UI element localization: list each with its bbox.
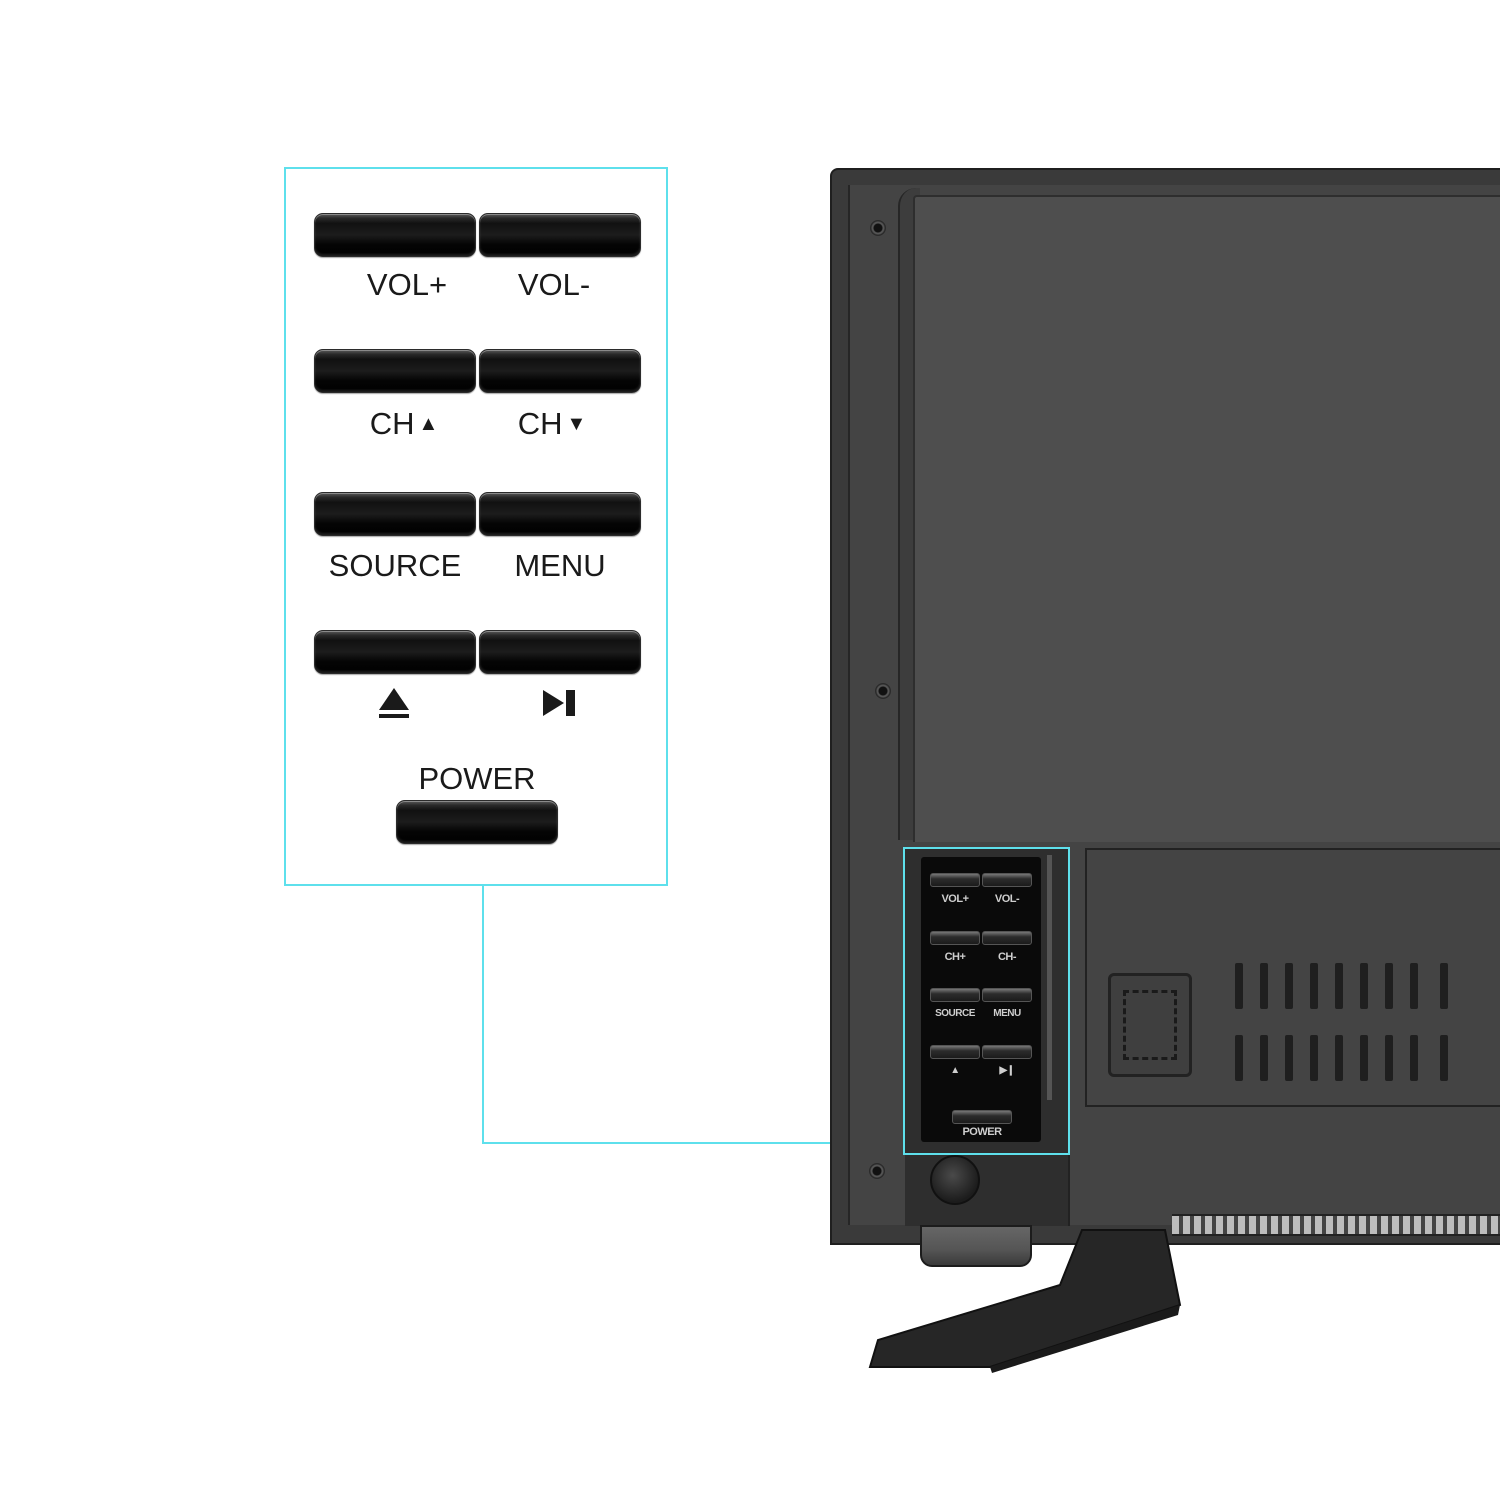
tv-control-highlight-box: [903, 847, 1070, 1155]
tv-power-label: POWER: [962, 1126, 1002, 1138]
joystick-knob[interactable]: [930, 1155, 980, 1205]
tv-ch-up-label: CH+: [944, 951, 966, 963]
tv-source-button[interactable]: [930, 988, 980, 1002]
tv-ch-up-button[interactable]: [930, 931, 980, 945]
vent-slot: [1440, 963, 1448, 1009]
vent-slot: [1285, 1035, 1293, 1081]
channel-up-button[interactable]: [314, 349, 476, 393]
vent-slot: [1260, 963, 1268, 1009]
vent-slot: [1235, 963, 1243, 1009]
tv-ch-down-button[interactable]: [982, 931, 1032, 945]
vent-slot: [1385, 963, 1393, 1009]
vent-slot: [1335, 963, 1343, 1009]
tv-vol-up-label: VOL+: [941, 893, 969, 905]
vent-slot: [1410, 1035, 1418, 1081]
vent-slot: [1260, 1035, 1268, 1081]
tv-menu-button[interactable]: [982, 988, 1032, 1002]
screw-icon: [870, 220, 886, 236]
play-pause-icon: [543, 690, 575, 716]
vent-slot: [1440, 1035, 1448, 1081]
menu-label: MENU: [514, 548, 606, 583]
tv-vol-up-button[interactable]: [930, 873, 980, 887]
connector-line-horizontal: [482, 1142, 905, 1144]
screw-icon: [869, 1163, 885, 1179]
tv-stand: [868, 1229, 1182, 1373]
vent-slot: [1360, 963, 1368, 1009]
vent-slot: [1235, 1035, 1243, 1081]
vent-slot: [1310, 963, 1318, 1009]
tv-ch-down-label: CH-: [997, 951, 1017, 963]
tv-back-cover: [913, 195, 1500, 842]
vent-slot: [1410, 963, 1418, 1009]
bottom-vent-rail: [1172, 1214, 1500, 1236]
vent-slot: [1360, 1035, 1368, 1081]
vent-slot: [1385, 1035, 1393, 1081]
tv-eject-button[interactable]: [930, 1045, 980, 1059]
menu-button[interactable]: [479, 492, 641, 536]
vent-slot: [1310, 1035, 1318, 1081]
channel-down-label: CH▼: [479, 407, 625, 441]
channel-up-text: CH: [369, 406, 415, 441]
port-outline: [1123, 990, 1177, 1060]
triangle-up-icon: ▲: [418, 413, 439, 435]
tv-menu-label: MENU: [993, 1008, 1021, 1019]
eject-icon: [379, 688, 409, 718]
play-pause-button[interactable]: [479, 630, 641, 674]
tv-power-button[interactable]: [952, 1110, 1012, 1124]
vol-up-button[interactable]: [314, 213, 476, 257]
vol-down-label: VOL-: [517, 267, 591, 302]
tv-vol-down-label: VOL-: [994, 893, 1020, 905]
tv-play-pause-icon: ▶❙: [999, 1065, 1015, 1076]
stand-mount-block: [920, 1225, 1032, 1267]
vol-up-label: VOL+: [366, 267, 448, 302]
screw-icon: [875, 683, 891, 699]
tv-play-pause-button[interactable]: [982, 1045, 1032, 1059]
vent-slot: [1335, 1035, 1343, 1081]
eject-button[interactable]: [314, 630, 476, 674]
tv-eject-icon: ▲: [950, 1065, 960, 1076]
control-strip-highlight: [1047, 855, 1052, 1100]
port-cover: [1108, 973, 1192, 1077]
source-label: SOURCE: [328, 548, 462, 583]
power-label: POWER: [418, 761, 536, 796]
channel-down-button[interactable]: [479, 349, 641, 393]
source-button[interactable]: [314, 492, 476, 536]
channel-up-label: CH▲: [314, 407, 494, 441]
power-button[interactable]: [396, 800, 558, 844]
connector-line-vertical: [482, 886, 484, 1144]
vol-down-button[interactable]: [479, 213, 641, 257]
channel-down-text: CH: [517, 406, 563, 441]
vent-slot: [1285, 963, 1293, 1009]
triangle-down-icon: ▼: [566, 413, 587, 435]
tv-source-label: SOURCE: [935, 1008, 975, 1019]
tv-vol-down-button[interactable]: [982, 873, 1032, 887]
